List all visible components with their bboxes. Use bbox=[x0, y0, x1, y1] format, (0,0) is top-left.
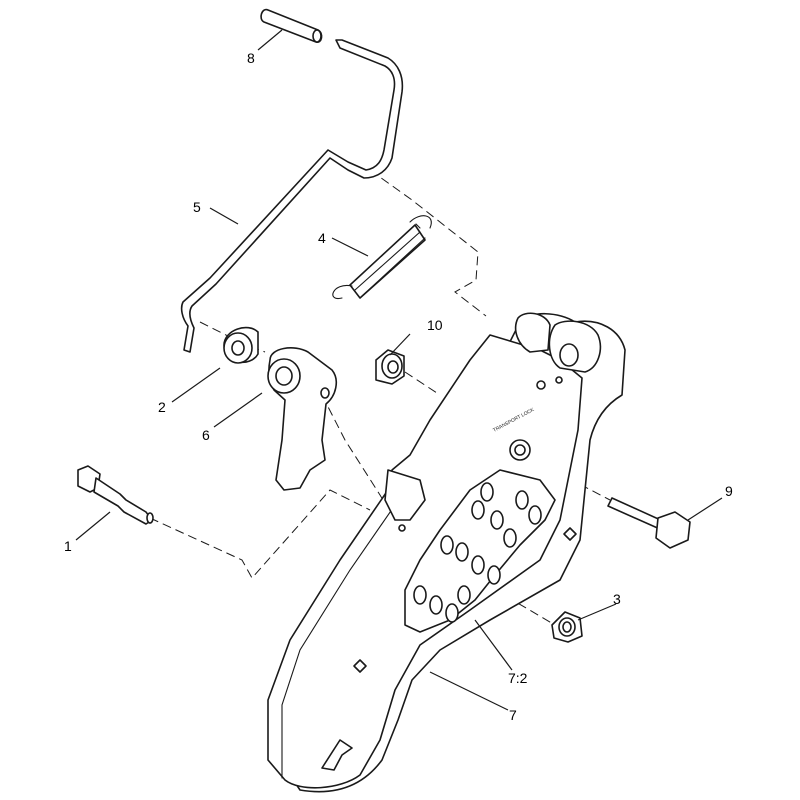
hex-bolt bbox=[607, 497, 691, 549]
bushing bbox=[223, 326, 259, 364]
lock-lever bbox=[267, 347, 338, 491]
leader-lines bbox=[75, 29, 723, 711]
leader-6 bbox=[213, 392, 263, 428]
callout-7: 7 bbox=[509, 707, 517, 723]
flange-nut-10 bbox=[375, 349, 405, 385]
diamond-mark-lower bbox=[353, 659, 367, 673]
callout-10: 10 bbox=[427, 317, 443, 333]
leader-4 bbox=[331, 237, 369, 257]
leader-10 bbox=[389, 333, 411, 356]
leader-3 bbox=[577, 603, 617, 621]
leader-7 bbox=[429, 671, 509, 711]
leader-7-2 bbox=[474, 619, 513, 671]
extension-spring bbox=[332, 215, 432, 300]
leader-8 bbox=[257, 29, 283, 51]
callout-4: 4 bbox=[318, 230, 326, 246]
bracket-assembly: TRANSPORT LOCK bbox=[267, 312, 626, 793]
shoulder-bolt bbox=[77, 465, 154, 525]
handle-grip bbox=[260, 8, 323, 43]
callout-6: 6 bbox=[202, 427, 210, 443]
callout-9: 9 bbox=[725, 483, 733, 499]
leader-9 bbox=[687, 497, 723, 521]
callout-1: 1 bbox=[64, 538, 72, 554]
diamond-mark-upper bbox=[563, 527, 577, 541]
callout-labels: 8 5 4 10 2 6 1 9 3 7:2 7 bbox=[64, 50, 733, 723]
leader-1 bbox=[75, 511, 111, 541]
callout-8: 8 bbox=[247, 50, 255, 66]
leader-5 bbox=[209, 207, 239, 225]
callout-7-2: 7:2 bbox=[508, 670, 528, 686]
callout-3: 3 bbox=[613, 591, 621, 607]
lock-nut bbox=[551, 611, 583, 643]
leader-2 bbox=[171, 367, 221, 403]
handle-rod bbox=[180, 39, 404, 353]
callout-5: 5 bbox=[193, 199, 201, 215]
callout-2: 2 bbox=[158, 399, 166, 415]
lock-selector-plate bbox=[404, 469, 556, 633]
